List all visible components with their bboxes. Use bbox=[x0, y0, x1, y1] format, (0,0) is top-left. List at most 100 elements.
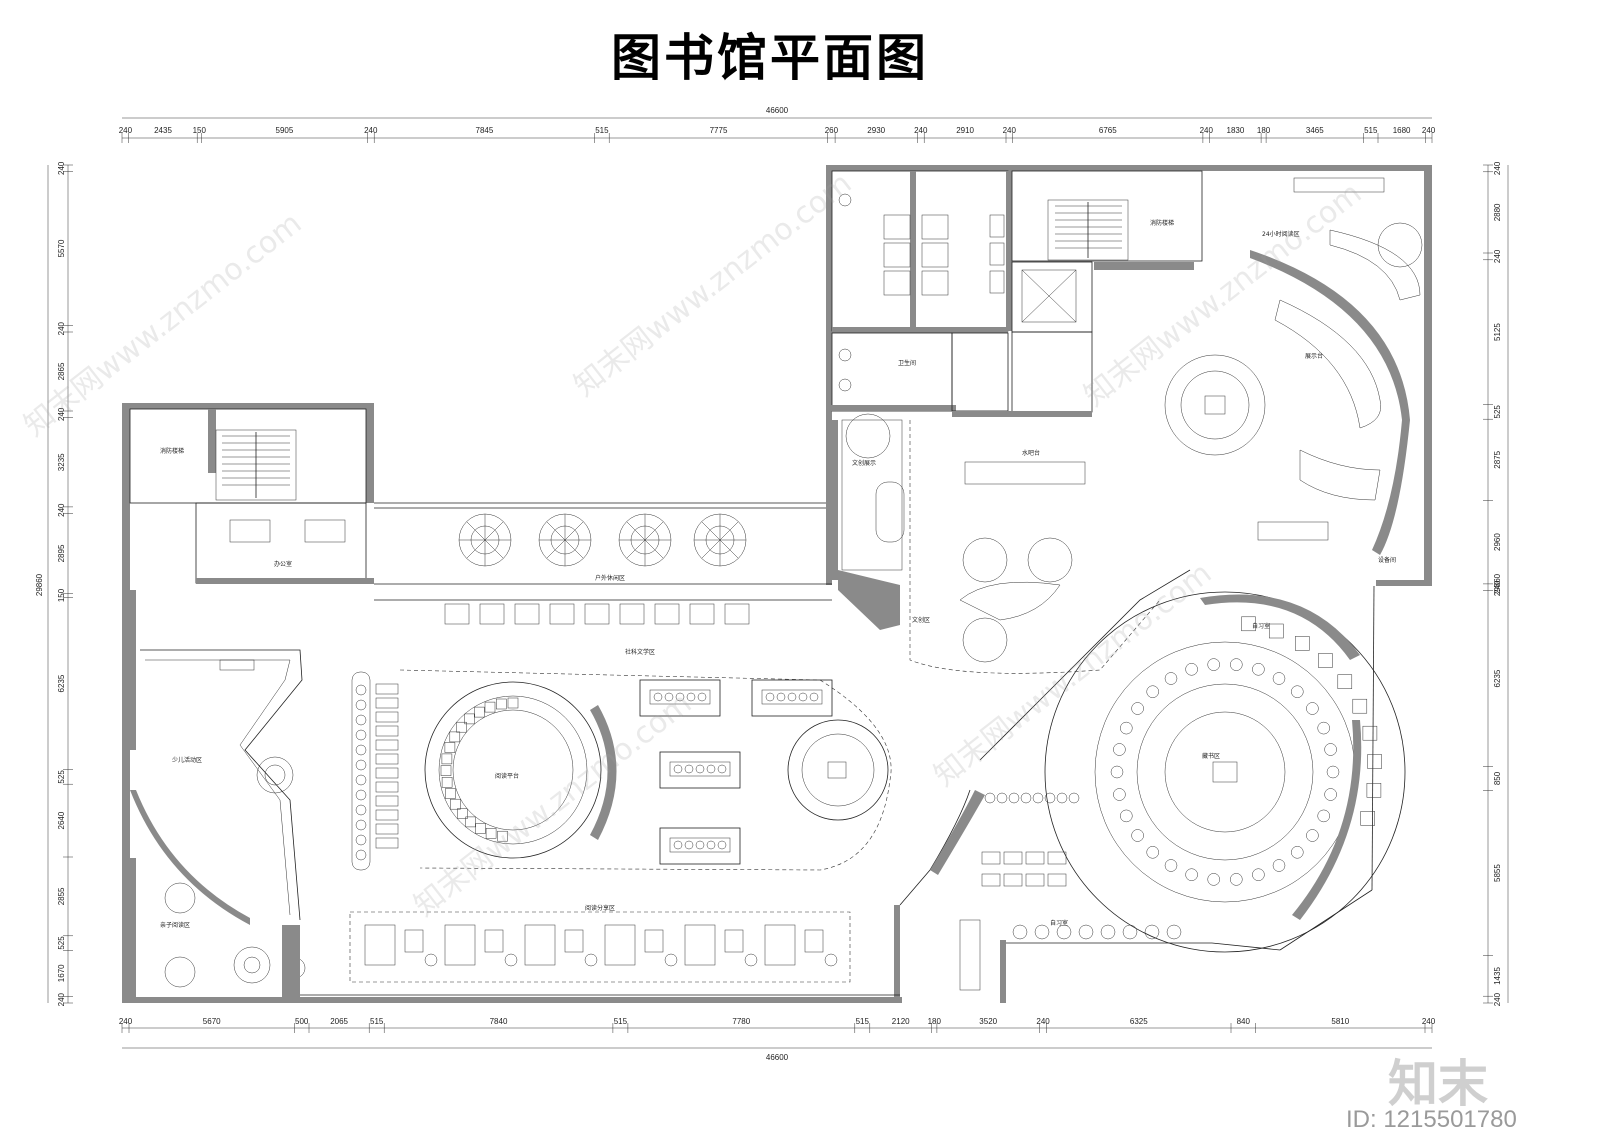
dim-top-14: 240 bbox=[1200, 126, 1214, 135]
creative-area: 文创展示 水吧台 文创区 bbox=[832, 413, 1161, 674]
dim-left-4: 240 bbox=[57, 407, 66, 421]
dim-top-15: 1830 bbox=[1227, 126, 1245, 135]
dim-overall-right: 29860 bbox=[1493, 573, 1502, 596]
dim-top-18: 515 bbox=[1364, 126, 1378, 135]
dim-top-9: 2930 bbox=[867, 126, 885, 135]
dim-left-3: 2865 bbox=[57, 362, 66, 380]
dim-left-10: 525 bbox=[57, 770, 66, 784]
dim-right-2: 240 bbox=[1493, 249, 1502, 263]
reading-24h: 24小时阅读区 展示台 设备间 bbox=[1164, 177, 1423, 564]
dim-top-4: 240 bbox=[364, 126, 378, 135]
room-social-science: 社科文学区 bbox=[625, 648, 655, 656]
dim-bottom-1: 5670 bbox=[203, 1017, 221, 1026]
room-collection: 藏书区 bbox=[1202, 752, 1220, 760]
dim-top-20: 240 bbox=[1422, 126, 1436, 135]
dim-top-8: 260 bbox=[825, 126, 839, 135]
dim-right-3: 5125 bbox=[1493, 323, 1502, 341]
dim-top-2: 150 bbox=[193, 126, 207, 135]
dim-overall-bottom: 46600 bbox=[766, 1053, 789, 1062]
collection-area: 藏书区 自习室 bbox=[1044, 591, 1406, 953]
dim-bottom-9: 2120 bbox=[892, 1017, 910, 1026]
dim-right-10: 5855 bbox=[1493, 864, 1502, 882]
stair-core-left: 消防楼梯 办公室 bbox=[129, 408, 374, 584]
dim-left-7: 2895 bbox=[57, 544, 66, 562]
dim-right-7: 240 bbox=[1493, 580, 1502, 594]
dim-left-12: 2855 bbox=[57, 887, 66, 905]
room-study-a: 自习室 bbox=[1252, 622, 1270, 630]
dim-right-5: 2875 bbox=[1493, 450, 1502, 468]
room-study-b: 自习室 bbox=[1050, 919, 1068, 927]
room-restroom: 卫生间 bbox=[898, 359, 916, 367]
dim-left-15: 240 bbox=[57, 992, 66, 1006]
dim-bottom-8: 515 bbox=[856, 1017, 870, 1026]
room-shared-reading: 阅读分享区 bbox=[585, 904, 615, 912]
dim-bottom-14: 840 bbox=[1237, 1017, 1251, 1026]
dim-bottom-11: 3520 bbox=[979, 1017, 997, 1026]
room-fire-stair-left: 消防楼梯 bbox=[160, 447, 184, 455]
dim-bottom-2: 500 bbox=[295, 1017, 309, 1026]
room-equipment: 设备间 bbox=[1378, 556, 1396, 564]
dim-left-0: 240 bbox=[57, 161, 66, 175]
kids-area: 少儿活动区 亲子阅读区 bbox=[128, 590, 306, 998]
dim-left-9: 6235 bbox=[57, 674, 66, 692]
room-reading-platform: 阅读平台 bbox=[495, 772, 519, 780]
dim-left-11: 2640 bbox=[57, 811, 66, 829]
study-room: 自习室 bbox=[930, 790, 1182, 991]
dimension-right: 240 2880 240 5125 525 2875 2960 240 6235 850 5855 1… bbox=[1483, 161, 1509, 1006]
dim-top-6: 515 bbox=[595, 126, 609, 135]
dim-right-8: 6235 bbox=[1493, 669, 1502, 687]
dim-bottom-6: 515 bbox=[614, 1017, 628, 1026]
dim-right-0: 240 bbox=[1493, 161, 1502, 175]
dim-right-11: 1435 bbox=[1493, 967, 1502, 985]
dim-top-12: 240 bbox=[1003, 126, 1017, 135]
dim-bottom-12: 240 bbox=[1036, 1017, 1050, 1026]
dim-left-6: 240 bbox=[57, 503, 66, 517]
dim-right-4: 525 bbox=[1493, 405, 1502, 419]
room-fire-stair-right: 消防楼梯 bbox=[1150, 219, 1174, 227]
stair-core-right: 消防楼梯 bbox=[952, 170, 1203, 417]
dimension-top: 240 2435 150 5905 240 7845 515 7775 260 2930 240 29… bbox=[119, 117, 1436, 143]
dim-top-7: 7775 bbox=[710, 126, 728, 135]
dim-bottom-10: 180 bbox=[928, 1017, 942, 1026]
page-title: 图书馆平面图 bbox=[611, 29, 929, 87]
dim-bottom-13: 6325 bbox=[1130, 1017, 1148, 1026]
dim-overall-left: 29860 bbox=[35, 573, 44, 596]
dim-bottom-4: 515 bbox=[370, 1017, 384, 1026]
dim-bottom-16: 240 bbox=[1422, 1017, 1436, 1026]
dim-top-17: 3465 bbox=[1306, 126, 1324, 135]
reading-platform: 阅读平台 bbox=[351, 669, 892, 871]
room-parent-child: 亲子阅读区 bbox=[160, 921, 190, 929]
dim-bottom-7: 7780 bbox=[732, 1017, 750, 1026]
dim-right-9: 850 bbox=[1493, 771, 1502, 785]
dim-left-8: 150 bbox=[57, 588, 66, 602]
dim-top-16: 180 bbox=[1257, 126, 1271, 135]
watermark-id: ID: 1215501780 bbox=[1346, 1106, 1517, 1133]
room-24h: 24小时阅读区 bbox=[1262, 230, 1300, 238]
outdoor-area: 户外休闲区 社科文学区 bbox=[374, 513, 832, 656]
dim-bottom-15: 5810 bbox=[1331, 1017, 1349, 1026]
watermark-brand: 知末 bbox=[1388, 1055, 1488, 1113]
dim-left-5: 3235 bbox=[57, 453, 66, 471]
dim-top-3: 5905 bbox=[276, 126, 294, 135]
room-cultural-creative: 文创展示 bbox=[852, 459, 876, 467]
dim-bottom-3: 2065 bbox=[330, 1017, 348, 1026]
dim-left-13: 525 bbox=[57, 936, 66, 950]
outer-walls bbox=[122, 165, 1432, 1003]
dim-left-2: 240 bbox=[57, 321, 66, 335]
dim-right-12: 240 bbox=[1493, 992, 1502, 1006]
restrooms: 卫生间 bbox=[826, 170, 1009, 412]
room-display: 展示台 bbox=[1305, 352, 1323, 360]
room-office: 办公室 bbox=[274, 560, 292, 568]
room-kids: 少儿活动区 bbox=[172, 756, 202, 764]
dim-top-11: 2910 bbox=[956, 126, 974, 135]
dim-left-1: 5570 bbox=[57, 239, 66, 257]
dim-top-13: 6765 bbox=[1099, 126, 1117, 135]
dim-top-1: 2435 bbox=[154, 126, 172, 135]
dim-overall-top: 46600 bbox=[766, 106, 789, 115]
room-outdoor: 户外休闲区 bbox=[595, 574, 625, 582]
dim-right-6: 2960 bbox=[1493, 533, 1502, 551]
dim-right-1: 2880 bbox=[1493, 203, 1502, 221]
dim-top-5: 7845 bbox=[476, 126, 494, 135]
